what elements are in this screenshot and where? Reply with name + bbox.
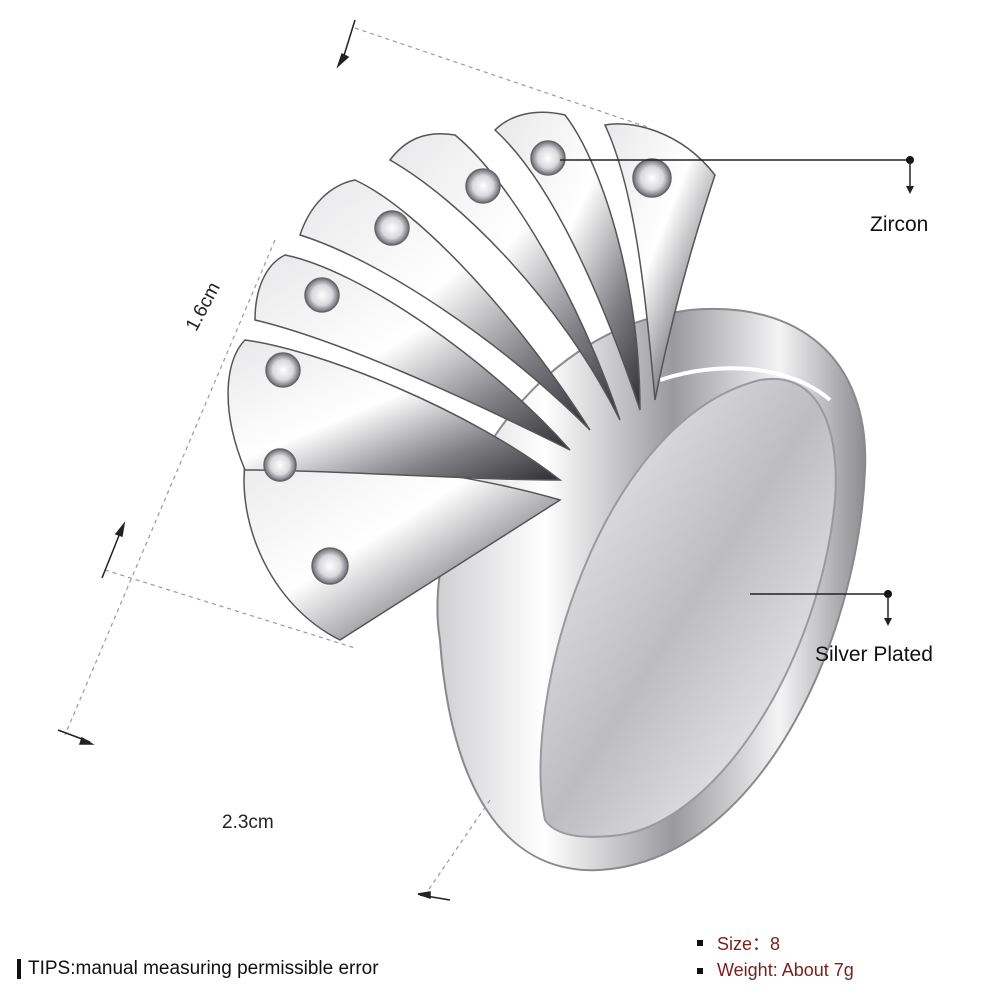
spec-size: Size：8 xyxy=(697,930,780,956)
size-text: Size：8 xyxy=(717,934,781,954)
silver-plated-label: Silver Plated xyxy=(815,643,933,666)
tips-note: TIPS:manual measuring permissible error xyxy=(17,958,379,980)
zircon-label: Zircon xyxy=(870,213,929,236)
tips-text: TIPS:manual measuring permissible error xyxy=(28,958,379,979)
tips-bar-marker xyxy=(17,959,21,979)
bullet-square-icon xyxy=(697,940,703,946)
zircon-callout xyxy=(560,156,914,194)
dimension-arrows xyxy=(57,19,451,901)
ring-band xyxy=(436,307,867,872)
silver-plated-callout xyxy=(750,590,892,626)
bullet-square-icon xyxy=(697,967,703,974)
width-dimension-label: 2.3cm xyxy=(222,812,274,833)
weight-text: Weight: About 7g xyxy=(717,960,854,980)
fan-crown xyxy=(227,111,716,641)
dimension-guides xyxy=(64,27,651,896)
zircon-stones xyxy=(263,140,672,585)
spec-weight: Weight: About 7g xyxy=(697,960,854,981)
